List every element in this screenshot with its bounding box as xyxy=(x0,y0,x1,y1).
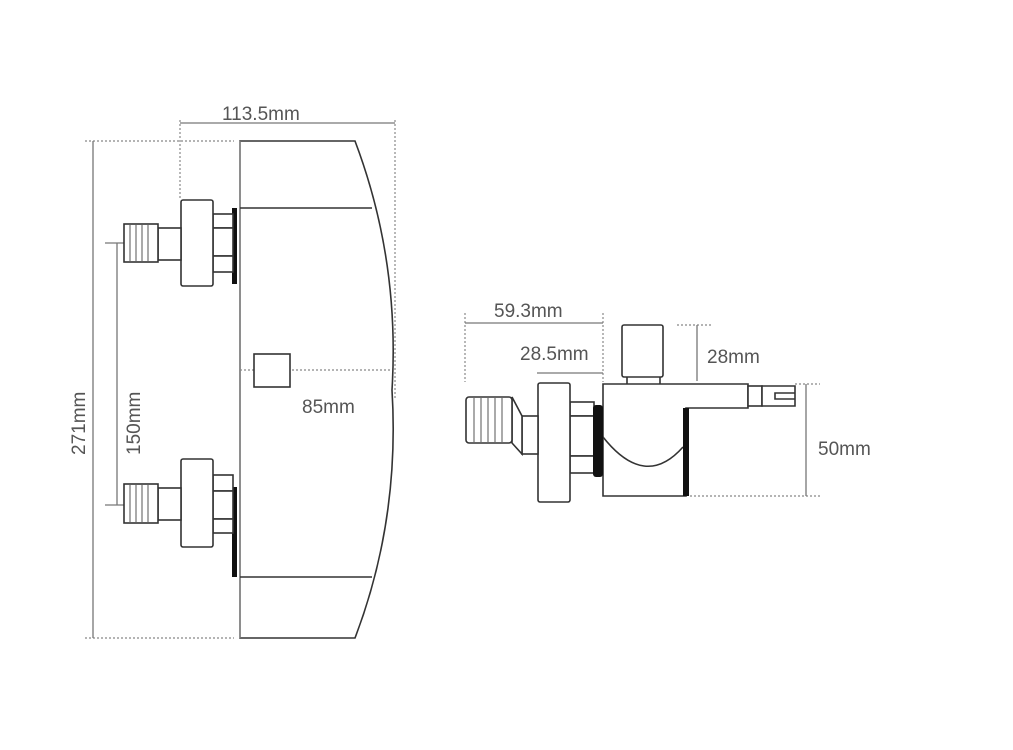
front-view: 113.5mm 271mm 150mm 85mm xyxy=(69,104,396,639)
center-label: 85mm xyxy=(302,397,355,418)
bottom-wall-plate xyxy=(232,487,237,577)
side-connector-plate xyxy=(593,405,603,477)
stem-segment xyxy=(212,213,234,229)
center-square xyxy=(253,353,291,388)
side-wall-plate xyxy=(683,408,689,496)
nut xyxy=(180,199,214,287)
side-neck xyxy=(521,415,539,455)
threaded-connector xyxy=(123,223,159,263)
spout-tip xyxy=(747,385,796,407)
top-wall-plate xyxy=(232,208,237,284)
mixer-body xyxy=(239,140,394,639)
threaded-connector xyxy=(123,483,159,524)
side-cone xyxy=(511,396,523,457)
stem-segment xyxy=(212,474,234,492)
stem-segment xyxy=(212,518,234,534)
stem-segment xyxy=(212,227,234,257)
side-threaded-connector xyxy=(465,396,513,444)
stem-segment xyxy=(212,490,234,520)
connector-label: 28.5mm xyxy=(520,344,589,365)
body-curve xyxy=(602,436,684,468)
nut xyxy=(180,458,214,548)
stem-segment xyxy=(569,401,595,417)
spout-tip-collar xyxy=(747,385,763,407)
stem-segment xyxy=(569,415,595,457)
knob-height-label: 28mm xyxy=(707,347,760,368)
stem-segment xyxy=(212,255,234,273)
side-view: 59.3mm 28.5mm 28mm 50mm xyxy=(464,301,871,503)
bottom-inlet xyxy=(123,458,234,548)
spout-tip-slot xyxy=(761,385,796,407)
knob xyxy=(621,324,664,378)
height-label: 271mm xyxy=(69,392,90,455)
side-nut xyxy=(537,382,571,503)
stem-segment xyxy=(569,455,595,474)
neck xyxy=(157,487,182,521)
neck xyxy=(157,227,182,261)
inlet-spacing-label: 150mm xyxy=(124,392,145,455)
top-inlet xyxy=(123,199,234,287)
depth-label: 59.3mm xyxy=(494,301,563,322)
spout-height-label: 50mm xyxy=(818,439,871,460)
width-label: 113.5mm xyxy=(222,104,300,125)
